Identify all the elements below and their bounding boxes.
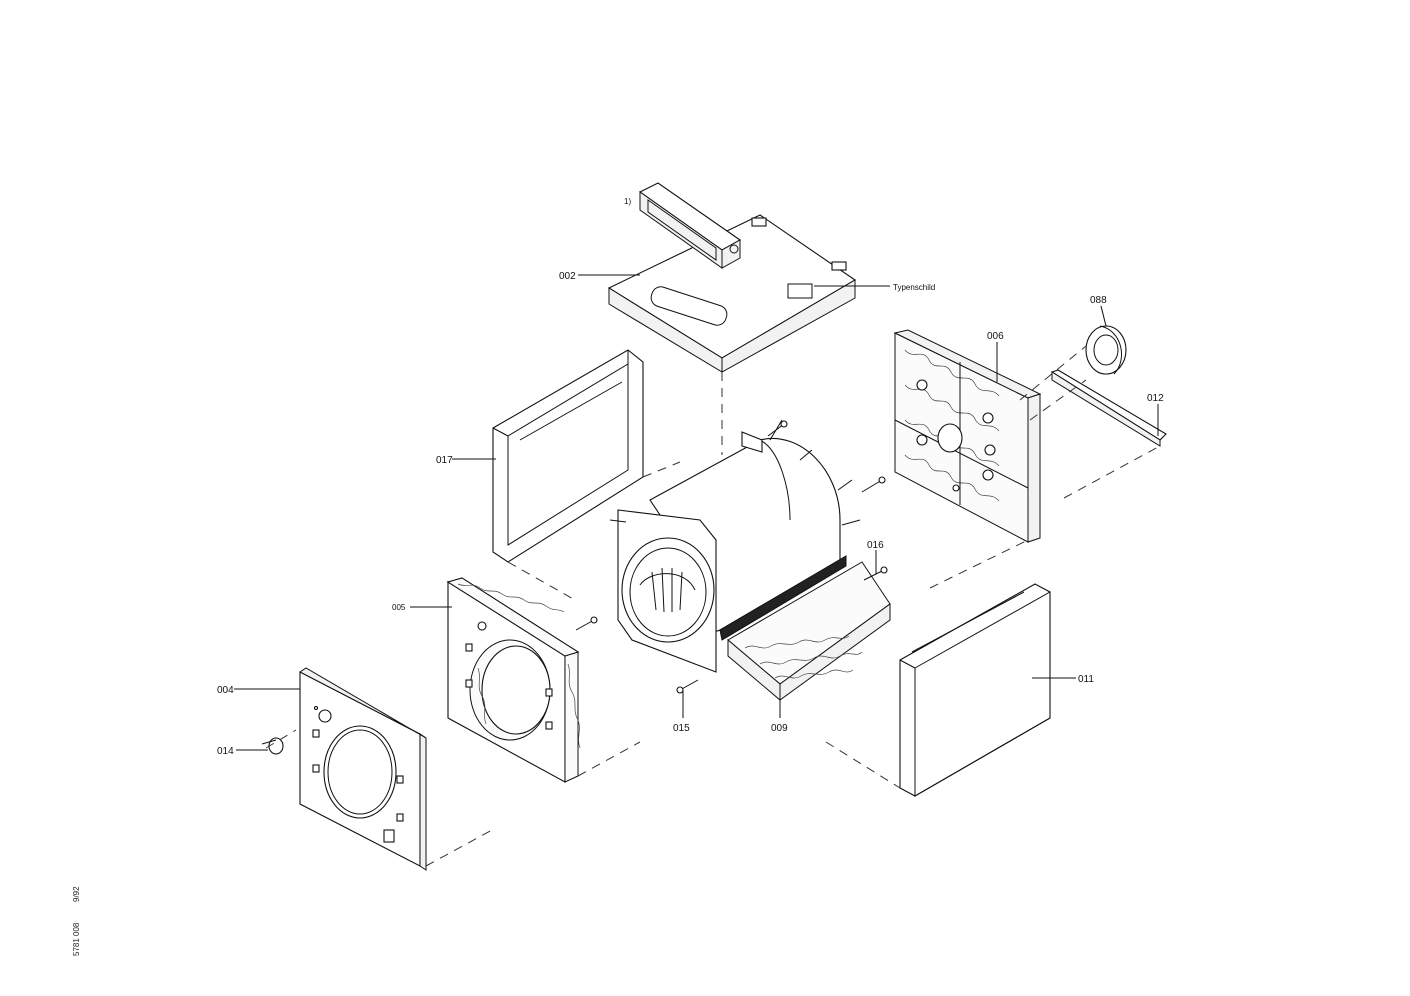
label-006: 006: [987, 331, 1004, 342]
label-088: 088: [1090, 295, 1107, 306]
control-box: [638, 182, 742, 269]
label-004: 004: [217, 685, 234, 696]
label-011: 011: [1078, 674, 1094, 685]
front-panel: [299, 667, 427, 871]
label-017: 017: [436, 455, 453, 466]
label-012: 012: [1147, 393, 1164, 404]
doc-number: 5781 008: [72, 922, 81, 956]
bolts: [575, 420, 888, 694]
rear-insulation-panel: [893, 329, 1042, 543]
assembly-lines: [265, 345, 1161, 867]
label-014: 014: [217, 746, 234, 757]
label-note: 1): [624, 197, 631, 206]
label-005: 005: [392, 603, 406, 612]
heat-exchanger-body: [609, 419, 891, 702]
label-015: 015: [673, 723, 690, 734]
sight-glass: [261, 737, 284, 755]
doc-date: 9/92: [72, 886, 81, 902]
label-016: 016: [867, 540, 884, 551]
document-reference: 5781 008 9/92: [72, 886, 92, 956]
mounting-rail: [1050, 369, 1167, 447]
label-009: 009: [771, 723, 788, 734]
label-002: 002: [559, 271, 576, 282]
side-panel-right: [899, 583, 1051, 797]
front-insulation-panel: [446, 577, 581, 783]
sealing-ring: [1085, 325, 1127, 375]
label-typeplate: Typenschild: [893, 283, 935, 292]
top-casing-panel: [607, 214, 857, 373]
leader-lines: [234, 274, 1159, 751]
burner-tube: [639, 567, 696, 613]
